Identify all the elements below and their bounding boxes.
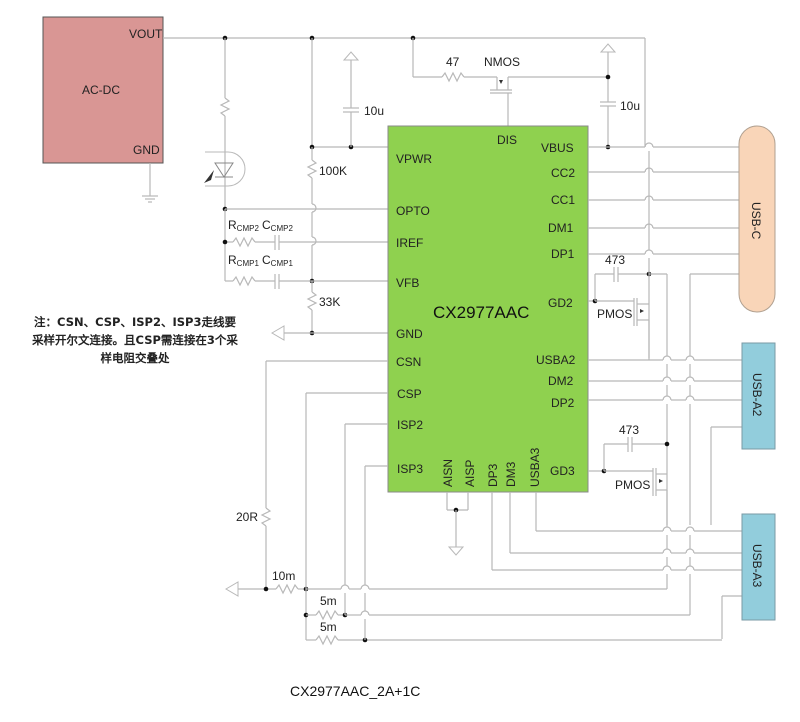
pin-gnd: GND [396, 327, 423, 341]
pin-dp1: DP1 [551, 247, 575, 261]
cap-vbus-label: 10u [620, 99, 640, 113]
pin-dp3: DP3 [486, 463, 500, 487]
pin-vpwr: VPWR [396, 152, 432, 166]
usb-c-label: USB-C [749, 202, 763, 240]
pin-gd2: GD2 [548, 296, 573, 310]
pin-usba2: USBA2 [536, 353, 576, 367]
r-vfb-label: 33K [319, 295, 340, 309]
ais-ground [446, 492, 469, 556]
pin-csn: CSN [396, 355, 421, 369]
pin-dis: DIS [497, 133, 517, 147]
diagram-caption: CX2977AAC_2A+1C [290, 683, 421, 699]
r-vpwr-label: 100K [319, 164, 347, 178]
r-sense-a2-label: 5m [320, 594, 337, 608]
cap-gd3-label: 473 [619, 423, 639, 437]
ccmp2-label: CCMP2 [262, 218, 293, 233]
pin-usba3: USBA3 [528, 447, 542, 487]
usb-a3-label: USB-A3 [750, 544, 764, 588]
pin-aisn: AISN [441, 459, 455, 487]
pin-isp3: ISP3 [397, 462, 423, 476]
cap-vpwr-label: 10u [364, 104, 384, 118]
pin-gd3: GD3 [550, 464, 575, 478]
pin-dm1: DM1 [548, 221, 574, 235]
ground-symbol-acdc [142, 163, 158, 203]
r-csn-label: 20R [236, 510, 258, 524]
compensation-network [222, 208, 388, 289]
pin-cc2: CC2 [551, 166, 575, 180]
gnd-pin-net [271, 325, 388, 341]
r-gate-label: 47 [446, 55, 460, 69]
pin-dp2: DP2 [551, 396, 575, 410]
nmos-discharge [412, 38, 608, 128]
pin-aisp: AISP [463, 460, 477, 487]
cap-gd2-label: 473 [605, 253, 625, 267]
usb-a3-connector [741, 513, 776, 621]
opto-branch [219, 38, 231, 271]
pin-cc1: CC1 [551, 193, 575, 207]
pin-isp2: ISP2 [397, 418, 423, 432]
pmos-gd2-label: PMOS [597, 307, 632, 321]
pin-dm2: DM2 [548, 374, 574, 388]
kelvin-connection-note: 注：CSN、CSP、ISP2、ISP3走线要采样开尔文连接。且CSP需连接在3个… [32, 315, 238, 365]
pin-vbus: VBUS [541, 141, 574, 155]
chip-name: CX2977AAC [433, 303, 529, 322]
current-sense-network [225, 360, 722, 646]
vout-rail [163, 37, 646, 147]
usba2-nets [588, 320, 742, 525]
pin-opto: OPTO [396, 204, 430, 218]
vpwr-net [306, 38, 388, 336]
cap-vbus-10u [599, 43, 617, 150]
usb-a2-label: USB-A2 [750, 373, 764, 417]
acdc-vout-pin: VOUT [129, 27, 163, 41]
pin-dm3: DM3 [504, 461, 518, 487]
nmos-label: NMOS [484, 55, 520, 69]
r-sense-a3-label: 5m [320, 620, 337, 634]
r-sense-main-label: 10m [272, 569, 295, 583]
acdc-gnd-pin: GND [133, 143, 160, 157]
cx2977aac-chip [387, 125, 589, 493]
pmos-gd3-label: PMOS [615, 478, 650, 492]
gd2-pmos-circuit [588, 258, 740, 358]
usbc-nets [588, 142, 740, 255]
pin-csp: CSP [397, 387, 422, 401]
usb-a2-connector [741, 342, 776, 450]
pin-vfb: VFB [396, 276, 419, 290]
ccmp1-label: CCMP1 [262, 253, 293, 268]
acdc-label: AC-DC [82, 83, 120, 97]
rcmp2-label: RCMP2 [228, 218, 259, 233]
usba3-nets [491, 490, 742, 639]
optocoupler-icon [204, 151, 246, 187]
rcmp1-label: RCMP1 [228, 253, 259, 268]
cap-vpwr-10u [342, 51, 360, 147]
gd3-pmos-circuit [588, 437, 670, 496]
acdc-block [42, 16, 164, 164]
usb-c-connector [738, 125, 776, 313]
pin-iref: IREF [396, 236, 423, 250]
